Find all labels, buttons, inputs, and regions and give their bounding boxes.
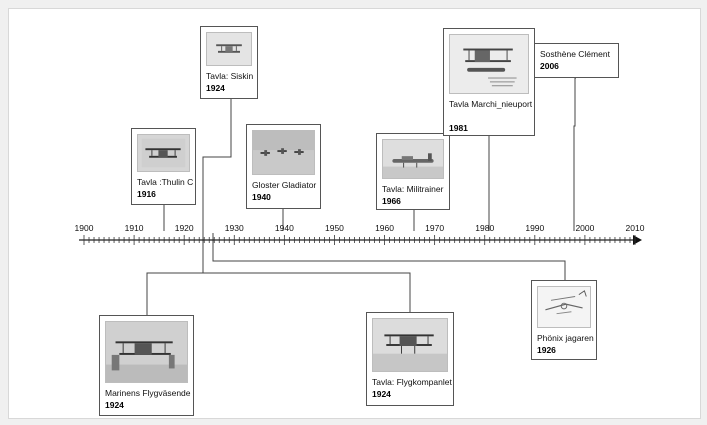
connector-clement: [573, 77, 576, 231]
axis-tick-label: 1930: [225, 223, 244, 233]
axis-tick-label: 2010: [626, 223, 645, 233]
biplane-photo-icon: [372, 318, 448, 372]
connector-marinens: [146, 233, 204, 315]
event-year: 1924: [206, 83, 225, 93]
axis-tick-label: 1960: [375, 223, 394, 233]
event-card-marinens[interactable]: Marinens Flygväsende 1924: [99, 315, 194, 416]
hangar-photo-icon: [105, 321, 188, 383]
event-year: 1966: [382, 196, 401, 206]
biplane-photo-icon: [137, 134, 190, 172]
event-caption: Marinens Flygväsende: [105, 388, 191, 398]
seaplane-photo-icon: [449, 34, 529, 94]
timeline-lines: 1900 1910 1920 1930 1940 1950 1960 1970 1980 1990…: [75, 77, 645, 315]
axis-arrowhead: [633, 235, 642, 245]
axis-tick-label: 1970: [425, 223, 444, 233]
connector-phonix: [212, 233, 566, 280]
biplane-photo-icon: [206, 32, 252, 66]
event-card-siskin[interactable]: Tavla: Siskin 1924: [200, 26, 258, 99]
axis-tick-label: 1990: [525, 223, 544, 233]
connector-flygkompaniet: [203, 272, 411, 312]
event-year: 1916: [137, 189, 156, 199]
event-caption: Tavla Marchi_nieuport: [449, 99, 533, 109]
event-card-marchi-nieuport[interactable]: Tavla Marchi_nieuport 1981: [443, 28, 535, 136]
event-year: 1940: [252, 192, 271, 202]
event-caption: Gloster Gladiator: [252, 180, 317, 190]
event-card-militrainer[interactable]: Tavla: Militrainer 1966: [376, 133, 450, 210]
aircraft-photo-icon: [382, 139, 444, 179]
axis-tick-label: 1920: [175, 223, 194, 233]
event-year: 1924: [372, 389, 391, 399]
connector-siskin: [202, 97, 232, 270]
axis-tick-label: 2000: [575, 223, 594, 233]
event-card-flygkompaniet[interactable]: Tavla: Flygkompanlet 1924: [366, 312, 454, 406]
event-caption: Tavla: Militrainer: [382, 184, 444, 194]
event-card-phonix[interactable]: Phönix jagaren 1926: [531, 280, 597, 360]
formation-photo-icon: [252, 130, 315, 175]
event-caption: Tavla :Thulin C: [137, 177, 194, 187]
sketch-photo-icon: [537, 286, 591, 328]
timeline-canvas: 1900 1910 1920 1930 1940 1950 1960 1970 1980 1990…: [8, 8, 701, 419]
axis-tick-label: 1940: [275, 223, 294, 233]
event-caption: Tavla: Siskin: [206, 71, 254, 81]
event-caption: Sosthène Clément: [540, 49, 610, 59]
event-year: 1981: [449, 123, 468, 133]
event-year: 2006: [540, 61, 559, 71]
event-card-gladiator[interactable]: Gloster Gladiator 1940: [246, 124, 321, 209]
axis-tick-label: 1910: [125, 223, 144, 233]
event-card-thulin[interactable]: Tavla :Thulin C 1916: [131, 128, 196, 205]
event-caption: Phönix jagaren: [537, 333, 594, 343]
event-card-clement[interactable]: Sosthène Clément 2006: [534, 43, 619, 78]
axis-tick-label: 1980: [475, 223, 494, 233]
event-caption: Tavla: Flygkompanlet: [372, 377, 452, 387]
axis-tick-label: 1900: [75, 223, 94, 233]
axis-tick-label: 1950: [325, 223, 344, 233]
event-year: 1926: [537, 345, 556, 355]
event-year: 1924: [105, 400, 124, 410]
